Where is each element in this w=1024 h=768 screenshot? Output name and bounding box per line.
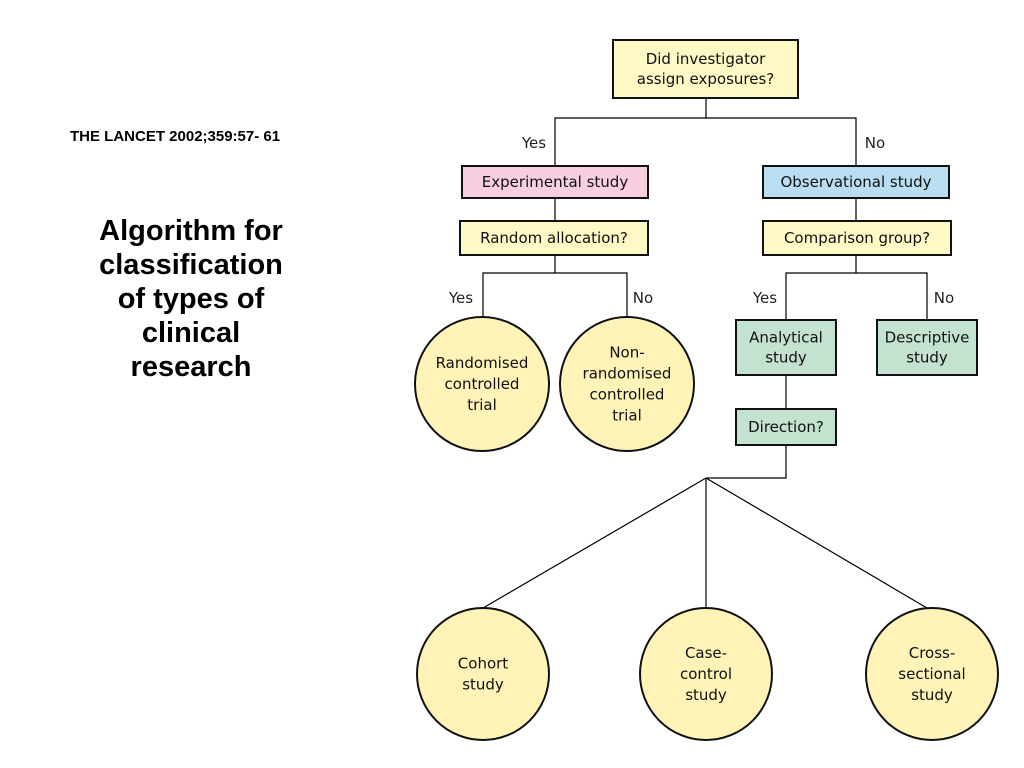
nrct-label: controlled <box>590 386 665 404</box>
cohort-label: Cohort <box>458 655 509 673</box>
descriptive-label: study <box>906 349 948 367</box>
observational-box <box>762 165 950 199</box>
random-box <box>459 220 649 256</box>
crosssectional-circle <box>865 607 999 741</box>
crosssectional-label: sectional <box>898 665 965 683</box>
rct-label: controlled <box>445 375 520 393</box>
nrct-label: Non- <box>609 344 644 362</box>
direction-stem <box>706 445 787 479</box>
direction-label: Direction? <box>748 418 824 436</box>
analytical-label: study <box>765 349 807 367</box>
cohort-label: study <box>462 676 504 694</box>
casecontrol-circle <box>639 607 773 741</box>
casecontrol-label: study <box>685 686 727 704</box>
assign-label: assign exposures? <box>637 70 775 88</box>
cohort-circle <box>416 607 550 741</box>
slide-title: Algorithm for classification of types of… <box>62 214 320 384</box>
assign-label: Did investigator <box>646 50 766 68</box>
crosssectional-node: Cross-sectional study <box>865 607 999 741</box>
title-line: research <box>130 351 252 383</box>
random-label: Random allocation? <box>480 229 628 247</box>
comparison-label: Comparison group? <box>784 229 930 247</box>
assign-branch <box>554 117 857 166</box>
connectors <box>482 98 928 609</box>
rct-label: Randomised <box>436 354 529 372</box>
casecontrol-node: Case-control study <box>639 607 773 741</box>
title-line: classification <box>99 249 283 281</box>
title-line: Algorithm for <box>99 215 283 247</box>
casecontrol-label: Case- <box>685 644 727 662</box>
title-line: of types of <box>117 283 265 315</box>
experimental-label: Experimental study <box>482 173 629 191</box>
casecontrol-label: control <box>680 665 732 683</box>
rct-node: Randomised controlled trial <box>414 316 550 452</box>
random-no-label: No <box>633 289 653 307</box>
comparison-box <box>762 220 952 256</box>
comparison-yes-label: Yes <box>752 289 777 307</box>
observational-node: Observational study <box>762 165 950 199</box>
observational-label: Observational study <box>780 173 931 191</box>
comparison-branch <box>785 272 928 320</box>
comparison-no-label: No <box>934 289 954 307</box>
analytical-node: Analytical study <box>735 319 837 376</box>
assign-no-label: No <box>865 134 885 152</box>
experimental-node: Experimental study <box>461 165 649 199</box>
descriptive-box <box>876 319 978 376</box>
direction-node: Direction? <box>735 408 837 446</box>
descriptive-label: Descriptive <box>885 329 970 347</box>
random-yes-label: Yes <box>448 289 473 307</box>
analytical-label: Analytical <box>749 329 823 347</box>
assign-yes-label: Yes <box>521 134 546 152</box>
random-node: Random allocation? <box>459 220 649 256</box>
assign-node: Did investigator assign exposures? <box>612 39 799 99</box>
direction-to-crosssectional <box>705 477 928 609</box>
descriptive-node: Descriptive study <box>876 319 978 376</box>
comparison-node: Comparison group? <box>762 220 952 256</box>
assign-box <box>612 39 799 99</box>
nrct-node: Non-randomised controlled trial <box>559 316 695 452</box>
title-line: clinical <box>141 317 241 349</box>
flowchart-nodes: Did investigator assign exposures? Experim… <box>414 39 999 741</box>
direction-to-cohort <box>482 477 707 609</box>
cohort-node: Cohort study <box>416 607 550 741</box>
rct-circle <box>414 316 550 452</box>
experimental-box <box>461 165 649 199</box>
nrct-label: randomised <box>583 365 672 383</box>
nrct-label: trial <box>612 407 642 425</box>
rct-label: trial <box>467 396 497 414</box>
crosssectional-label: study <box>911 686 953 704</box>
nrct-circle <box>559 316 695 452</box>
analytical-box <box>735 319 837 376</box>
crosssectional-label: Cross- <box>909 644 956 662</box>
random-branch <box>482 272 628 317</box>
citation: THE LANCET 2002;359:57- 61 <box>70 128 281 145</box>
direction-box <box>735 408 837 446</box>
